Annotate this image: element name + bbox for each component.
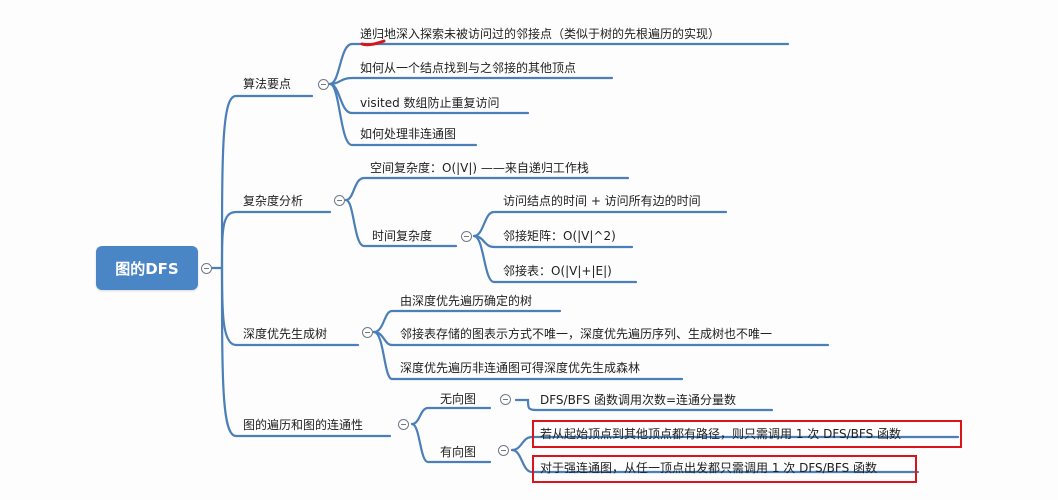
- complexity-time[interactable]: 时间复杂度: [372, 229, 433, 243]
- red-annotation-mark: [360, 39, 386, 47]
- branch-tree[interactable]: 深度优先生成树: [243, 327, 328, 341]
- connector-root-connectivity: [220, 266, 392, 438]
- undirected-item[interactable]: DFS/BFS 函数调用次数=连通分量数: [540, 393, 737, 407]
- time-item-1[interactable]: 访问结点的时间 + 访问所有边的时间: [503, 194, 701, 208]
- tree-item-3[interactable]: 深度优先遍历非连通图可得深度优先生成森林: [400, 361, 641, 375]
- undirected-label[interactable]: 无向图: [440, 392, 477, 406]
- tree-item-2[interactable]: 邻接表存储的图表示方式不唯一，深度优先遍历序列、生成树也不唯一: [400, 327, 773, 341]
- time-item-3[interactable]: 邻接表：O(|V|+|E|): [503, 264, 612, 278]
- root-collapse-toggle[interactable]: [201, 263, 212, 274]
- root-node[interactable]: 图的DFS: [96, 246, 198, 290]
- tree-item-1[interactable]: 由深度优先遍历确定的树: [400, 294, 533, 308]
- algo-item-1[interactable]: 递归地深入探索未被访问过的邻接点（类似于树的先根遍历的实现）: [360, 27, 721, 41]
- connectivity-collapse-toggle[interactable]: [398, 419, 409, 430]
- connector-directed-2: [510, 448, 920, 474]
- connector-complexity-time: [344, 198, 458, 248]
- connector-tree-3: [372, 330, 684, 381]
- directed-collapse-toggle[interactable]: [498, 445, 509, 456]
- time-collapse-toggle[interactable]: [461, 231, 472, 242]
- algo-item-3[interactable]: visited 数组防止重复访问: [360, 96, 500, 110]
- connector-root-complexity: [220, 210, 332, 270]
- connector-root-algo: [220, 94, 314, 270]
- directed-item-2[interactable]: 对于强连通图，从任一顶点出发都只需调用 1 次 DFS/BFS 函数: [540, 461, 878, 475]
- time-item-2[interactable]: 邻接矩阵：O(|V|^2): [503, 229, 616, 243]
- directed-item-1[interactable]: 若从起始顶点到其他顶点都有路径，则只需调用 1 次 DFS/BFS 函数: [540, 427, 902, 441]
- branch-connectivity[interactable]: 图的遍历和图的连通性: [243, 418, 364, 432]
- highlight-box-2: [532, 455, 917, 483]
- complexity-space[interactable]: 空间复杂度：O(|V|) ——来自递归工作栈: [370, 161, 589, 175]
- tree-collapse-toggle[interactable]: [362, 327, 373, 338]
- algo-collapse-toggle[interactable]: [318, 79, 329, 90]
- connector-algo-2: [328, 76, 614, 86]
- connector-conn-undirected: [410, 406, 492, 426]
- connector-algo-4: [328, 82, 478, 147]
- connector-conn-directed: [410, 422, 492, 464]
- directed-label[interactable]: 有向图: [440, 445, 477, 459]
- root-label: 图的DFS: [115, 259, 179, 278]
- connector-time-1: [472, 210, 728, 238]
- algo-item-4[interactable]: 如何处理非连通图: [360, 127, 457, 141]
- connector-time-3: [472, 234, 638, 284]
- branch-complexity[interactable]: 复杂度分析: [243, 194, 304, 208]
- highlight-box-1: [532, 420, 962, 448]
- algo-item-2[interactable]: 如何从一个结点找到与之邻接的其他顶点: [360, 61, 577, 75]
- connector-complexity-space: [344, 176, 630, 202]
- branch-algo[interactable]: 算法要点: [243, 77, 292, 91]
- complexity-collapse-toggle[interactable]: [334, 195, 345, 206]
- connector-algo-1: [328, 42, 790, 86]
- undirected-collapse-toggle[interactable]: [500, 394, 511, 405]
- connector-undirected-item: [514, 398, 774, 412]
